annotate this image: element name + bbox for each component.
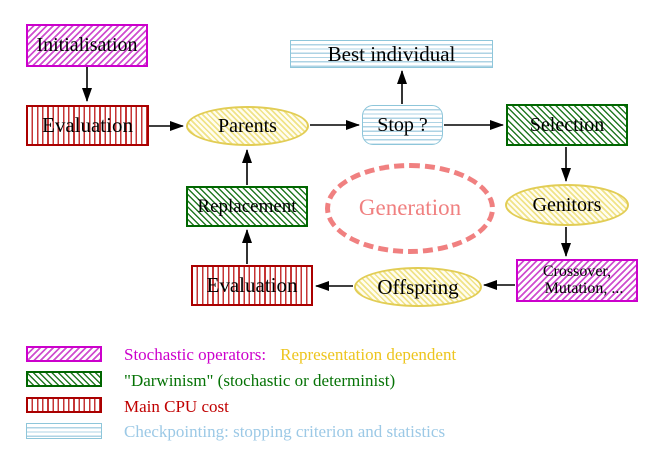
legend-row-darwinism: "Darwinism" (stochastic or determinist) <box>124 371 395 391</box>
legend-row-stochastic-operators: Stochastic operators: Representation depe… <box>124 345 456 365</box>
node-crossover-mutation: Crossover, Mutation, ... <box>516 259 638 302</box>
generation-cycle-ellipse: Generation <box>325 163 495 254</box>
node-genitors: Genitors <box>505 184 629 226</box>
legend-label-stochastic-operators: Stochastic operators: <box>124 345 267 364</box>
node-evaluation-bottom: Evaluation <box>191 265 313 306</box>
node-stop: Stop ? <box>362 105 443 145</box>
node-best-individual-label: Best individual <box>327 41 456 66</box>
node-stop-label: Stop ? <box>377 113 428 136</box>
legend-row-cpu-cost: Main CPU cost <box>124 397 229 417</box>
node-offspring: Offspring <box>354 267 482 307</box>
node-replacement: Replacement <box>186 186 308 227</box>
node-initialisation: Initialisation <box>26 24 148 67</box>
node-crossover-label-line2: Mutation, ... <box>544 279 624 297</box>
legend-swatch-checkpointing <box>26 423 102 439</box>
node-crossover-label-line1: Crossover, <box>542 262 612 280</box>
node-evaluation-top: Evaluation <box>26 105 149 146</box>
node-offspring-label: Offspring <box>377 274 459 299</box>
legend-swatch-stochastic-operators <box>26 346 102 362</box>
legend-row-checkpointing: Checkpointing: stopping criterion and st… <box>124 422 445 442</box>
node-evaluation-top-label: Evaluation <box>42 113 133 138</box>
legend-label-cpu-cost: Main CPU cost <box>124 397 229 416</box>
node-best-individual: Best individual <box>290 40 493 68</box>
legend-swatch-cpu-cost <box>26 397 102 413</box>
node-parents-label: Parents <box>218 114 277 137</box>
node-initialisation-label: Initialisation <box>36 34 138 56</box>
legend-label-representation-dependent: Representation dependent <box>280 345 457 364</box>
node-selection-label: Selection <box>529 113 605 136</box>
node-parents: Parents <box>186 106 309 146</box>
legend-label-checkpointing: Checkpointing: stopping criterion and st… <box>124 422 446 441</box>
generation-label: Generation <box>358 195 462 221</box>
node-evaluation-bottom-label: Evaluation <box>206 273 298 298</box>
legend-swatch-darwinism <box>26 371 102 387</box>
node-replacement-label: Replacement <box>197 195 297 217</box>
legend-label-darwinism: "Darwinism" (stochastic or determinist) <box>124 371 396 390</box>
node-genitors-label: Genitors <box>532 193 602 216</box>
node-selection: Selection <box>506 104 628 146</box>
